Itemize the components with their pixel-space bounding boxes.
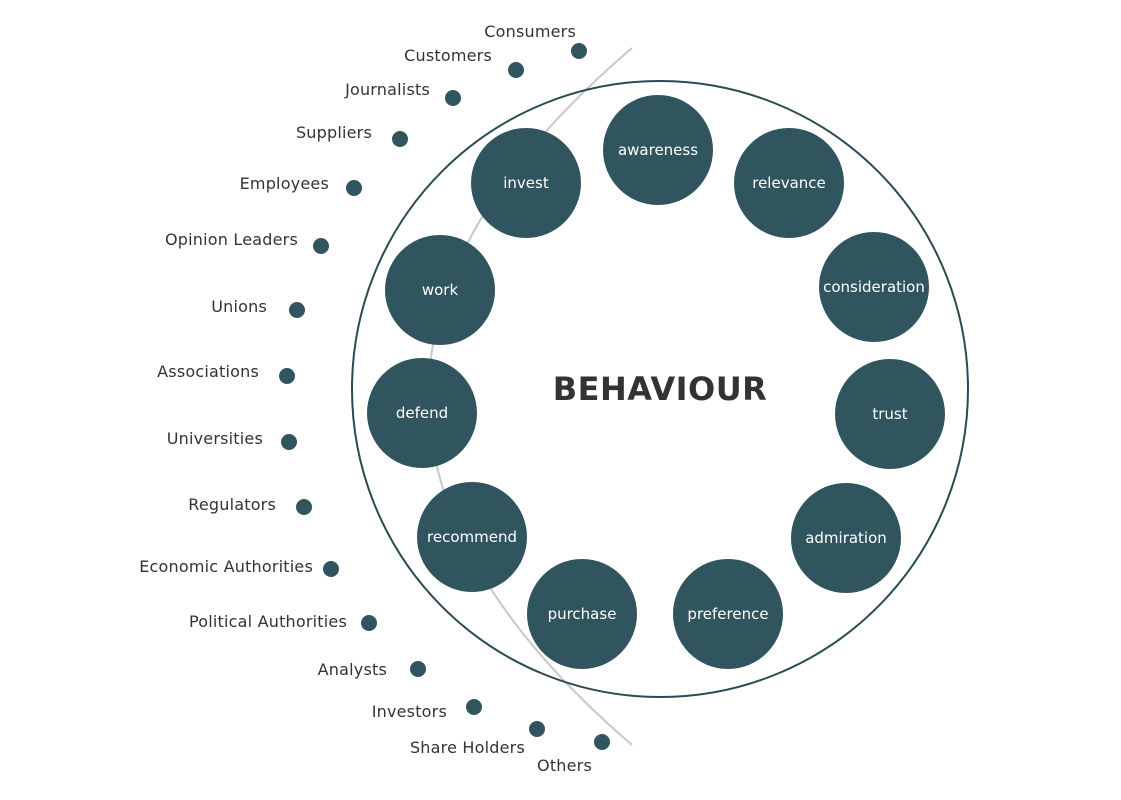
behaviour-label: purchase — [547, 605, 617, 623]
behaviour-circle-awareness: awareness — [603, 95, 713, 205]
behaviour-circle-admiration: admiration — [791, 483, 901, 593]
behaviour-label: admiration — [805, 529, 887, 547]
stakeholder-label-universities: Universities — [166, 429, 263, 448]
behaviour-circle-consideration: consideration — [819, 232, 929, 342]
stakeholder-dot-journalists — [445, 90, 461, 106]
behaviour-label: relevance — [752, 174, 826, 192]
stakeholder-dot-share-holders — [529, 721, 545, 737]
behaviour-circle-purchase: purchase — [527, 559, 637, 669]
behaviour-label: consideration — [823, 278, 925, 296]
center-title: BEHAVIOUR — [552, 370, 768, 408]
stakeholder-dot-regulators — [296, 499, 312, 515]
stakeholder-dot-associations — [279, 368, 295, 384]
stakeholder-label-investors: Investors — [371, 702, 447, 721]
stakeholder-dot-analysts — [410, 661, 426, 677]
stakeholder-label-regulators: Regulators — [188, 495, 276, 514]
stakeholder-dot-others — [594, 734, 610, 750]
stakeholder-label-suppliers: Suppliers — [295, 123, 372, 142]
stakeholder-label-consumers: Consumers — [484, 22, 576, 41]
stakeholder-label-opinion-leaders: Opinion Leaders — [165, 230, 298, 249]
behaviour-label: recommend — [427, 528, 517, 546]
stakeholder-label-unions: Unions — [211, 297, 267, 316]
behaviour-ring — [351, 80, 969, 698]
behaviour-circle-trust: trust — [835, 359, 945, 469]
stakeholder-label-customers: Customers — [404, 46, 492, 65]
stakeholder-label-share-holders: Share Holders — [409, 738, 525, 757]
behaviour-circle-invest: invest — [471, 128, 581, 238]
stakeholder-dot-economic-authorities — [323, 561, 339, 577]
stakeholder-dot-opinion-leaders — [313, 238, 329, 254]
stakeholder-dots — [279, 43, 610, 750]
stakeholder-label-employees: Employees — [239, 174, 329, 193]
behaviour-label: trust — [872, 405, 908, 423]
stakeholder-label-others: Others — [537, 756, 592, 775]
behaviour-circle-preference: preference — [673, 559, 783, 669]
stakeholder-label-associations: Associations — [157, 362, 259, 381]
stakeholder-label-economic-authorities: Economic Authorities — [139, 557, 313, 576]
behaviour-label: defend — [395, 404, 449, 422]
stakeholder-dot-consumers — [571, 43, 587, 59]
behaviour-circle-recommend: recommend — [417, 482, 527, 592]
behaviour-label: awareness — [617, 141, 699, 159]
stakeholder-dot-political-authorities — [361, 615, 377, 631]
stakeholder-dot-universities — [281, 434, 297, 450]
stakeholder-dot-suppliers — [392, 131, 408, 147]
behaviour-label: preference — [687, 605, 769, 623]
stakeholder-label-analysts: Analysts — [317, 660, 387, 679]
stakeholder-dot-investors — [466, 699, 482, 715]
behaviour-label: invest — [503, 174, 549, 192]
behaviour-circle-defend: defend — [367, 358, 477, 468]
stakeholder-label-journalists: Journalists — [345, 80, 430, 99]
stakeholder-dot-unions — [289, 302, 305, 318]
behaviour-circle-relevance: relevance — [734, 128, 844, 238]
stakeholder-dot-customers — [508, 62, 524, 78]
stakeholder-dot-employees — [346, 180, 362, 196]
stakeholder-label-political-authorities: Political Authorities — [188, 612, 347, 631]
behaviour-circle-work: work — [385, 235, 495, 345]
behaviour-label: work — [421, 281, 459, 299]
